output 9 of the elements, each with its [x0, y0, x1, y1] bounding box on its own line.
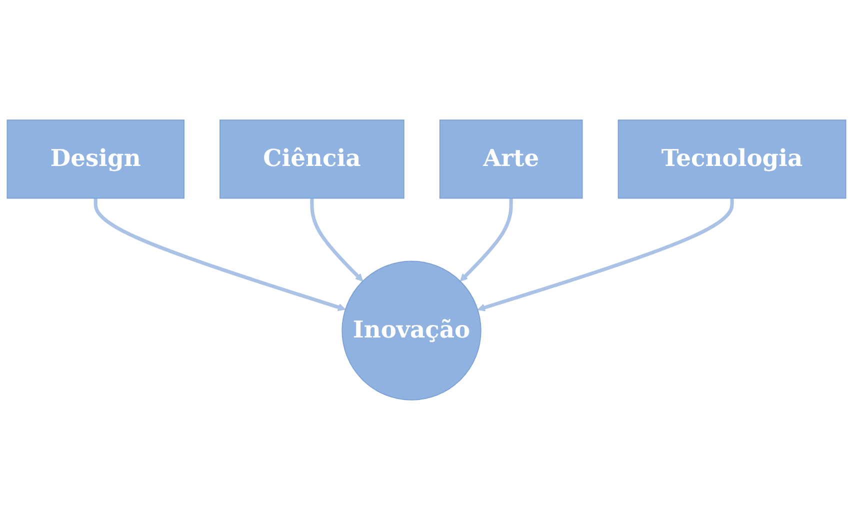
node-box: Arte [439, 120, 583, 199]
arrow [310, 198, 364, 282]
node-box: Design [6, 120, 184, 199]
arrow [94, 198, 346, 312]
node-box: Ciência [220, 120, 404, 199]
arrow [477, 198, 734, 312]
node-circle: Inovação [342, 260, 482, 400]
arrow [460, 198, 513, 282]
node-box: Tecnologia [618, 120, 846, 199]
